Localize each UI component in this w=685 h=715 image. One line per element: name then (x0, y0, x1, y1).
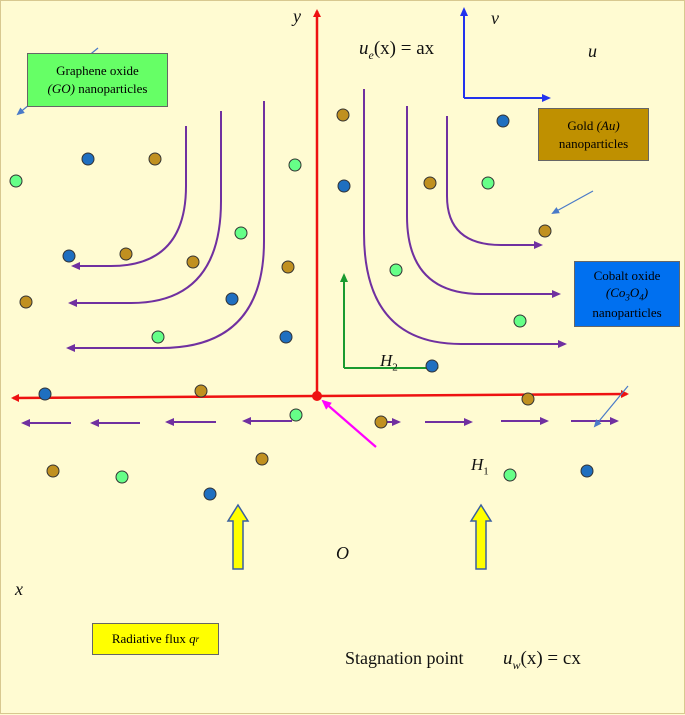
ue-rhs: (x) = ax (373, 38, 435, 59)
stagnation-point-label: Stagnation point (345, 648, 464, 668)
cobalt-pointer-arrow (593, 385, 629, 428)
cobalt-particle (38, 387, 52, 401)
gold-particle (374, 415, 388, 429)
wall-velocity-equation: uw(x) = cx (503, 649, 581, 671)
gold-particle (255, 452, 269, 466)
wall-flow-arrows (21, 417, 619, 427)
cobalt-particle (425, 359, 439, 373)
ue-symbol: u (359, 38, 369, 59)
origin-label: O (336, 543, 349, 563)
h1-label: H1 (471, 456, 489, 477)
gold-box-line1: Gold (Au) (567, 117, 619, 135)
x-axis-left-line (11, 393, 318, 402)
graphene-particle (481, 176, 495, 190)
streamline-right-middle (406, 106, 561, 298)
cobalt-formula-c: ) (643, 285, 649, 301)
h1-symbol: H (471, 455, 484, 474)
radiative-box-text: Radiative flux (111, 631, 190, 647)
cobalt-particle (337, 179, 351, 193)
gold-pointer-arrow (551, 190, 594, 214)
cobalt-particle (279, 330, 293, 344)
gold-particle (423, 176, 437, 190)
graphene-box-line2-rest: nanoparticles (74, 81, 148, 96)
cobalt-particle (81, 152, 95, 166)
graphene-particle (503, 468, 517, 482)
gold-box: Gold (Au) nanoparticles (538, 108, 649, 161)
gold-particle (186, 255, 200, 269)
gold-particle (119, 247, 133, 261)
streamline-right-outer (363, 89, 567, 348)
gold-box-symbol: (Au) (596, 117, 620, 133)
cobalt-formula-b: O (629, 285, 640, 301)
stagnation-pointer-arrow (321, 399, 377, 448)
cobalt-formula-sub2: 4 (639, 292, 644, 303)
graphene-particle (288, 158, 302, 172)
graphene-particle (115, 470, 129, 484)
y-axis-label: y (293, 6, 301, 26)
gold-box-text: Gold (567, 117, 597, 133)
graphene-box-line2: (GO) nanoparticles (48, 80, 148, 98)
gold-particle (194, 384, 208, 398)
cobalt-formula-sub1: 3 (625, 292, 630, 303)
heat-flux-arrow-right (469, 503, 493, 570)
x-axis-right-line (316, 390, 629, 399)
uw-rhs: (x) = cx (520, 648, 581, 669)
streamline-right-inner (446, 116, 543, 249)
gold-particle (19, 295, 33, 309)
cobalt-particle (580, 464, 594, 478)
graphene-particle (513, 314, 527, 328)
graphene-box-line1: Graphene oxide (56, 63, 139, 79)
graphene-particle (389, 263, 403, 277)
gold-particle (521, 392, 535, 406)
gold-box-line2: nanoparticles (558, 135, 629, 151)
h2-subscript: 2 (392, 361, 398, 374)
cobalt-oxide-box: Cobalt oxide (Co3O4) nanoparticles (574, 261, 680, 327)
cobalt-box-line3: nanoparticles (592, 304, 662, 320)
cobalt-formula-a: (Co (605, 285, 626, 301)
graphene-particle (9, 174, 23, 188)
gold-particle (148, 152, 162, 166)
gold-particle (281, 260, 295, 274)
gold-particle (336, 108, 350, 122)
radiative-box-subscript: r (195, 633, 200, 644)
streamline-left-outer (66, 101, 265, 352)
heat-flux-arrow-left (226, 503, 250, 570)
x-axis-label: x (15, 579, 23, 599)
cobalt-particle (496, 114, 510, 128)
uw-subscript: w (512, 657, 521, 672)
gold-particle (538, 224, 552, 238)
cobalt-box-line2: (Co3O4) (606, 284, 648, 304)
gold-particle (46, 464, 60, 478)
graphene-particle (234, 226, 248, 240)
streamline-left-middle (68, 111, 222, 307)
nanoparticles (9, 108, 594, 501)
radiative-box-symbol: q (189, 631, 196, 647)
cobalt-particle (62, 249, 76, 263)
uw-symbol: u (503, 648, 513, 669)
streamline-left-inner (71, 126, 187, 270)
h2-symbol: H (380, 351, 393, 370)
graphene-particle (151, 330, 165, 344)
cobalt-particle (203, 487, 217, 501)
h2-label: H2 (380, 352, 398, 373)
h1-subscript: 1 (483, 465, 489, 478)
graphene-oxide-box: Graphene oxide (GO) nanoparticles (27, 53, 168, 107)
cobalt-particle (225, 292, 239, 306)
graphene-particle (289, 408, 303, 422)
v-axis-label: v (491, 8, 499, 28)
free-stream-velocity-equation: ue(x) = ax (359, 39, 434, 61)
u-axis-label: u (588, 41, 597, 61)
graphene-box-symbol: (GO) (47, 81, 75, 96)
cobalt-box-line1: Cobalt oxide (593, 267, 661, 283)
stagnation-point-dot (312, 391, 322, 401)
ue-subscript: e (368, 47, 374, 62)
